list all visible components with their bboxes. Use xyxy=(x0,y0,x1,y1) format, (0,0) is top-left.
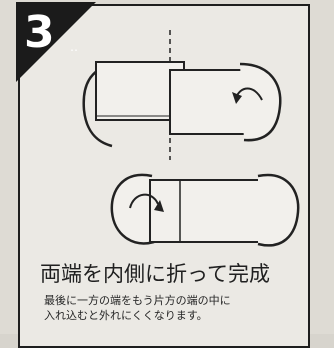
fold-arrow-bottom-icon xyxy=(129,193,159,209)
badge-dots-icon: ‥ xyxy=(70,40,80,54)
caption-line-2: 入れ込むと外れにくくなります。 xyxy=(44,309,208,322)
scanned-page: 3 ‥ 両端を内側に折って完成 最後に一方の端をもう片方の端の中に 入れ込むと外… xyxy=(16,2,318,348)
step-number: 3 xyxy=(24,7,55,58)
caption-body: 最後に一方の端をもう片方の端の中に 入れ込むと外れにくくなります。 xyxy=(44,293,318,333)
right-loop xyxy=(239,62,282,142)
caption-title: 両端を内側に折って完成 xyxy=(40,262,270,286)
bottom-left-bulb xyxy=(110,173,155,245)
caption-line-1: 最後に一方の端をもう片方の端の中に xyxy=(44,294,231,307)
folding-illustration xyxy=(82,30,300,247)
bottom-band-center xyxy=(149,179,261,243)
step-badge xyxy=(16,2,96,82)
bottom-right-bulb xyxy=(257,173,300,247)
